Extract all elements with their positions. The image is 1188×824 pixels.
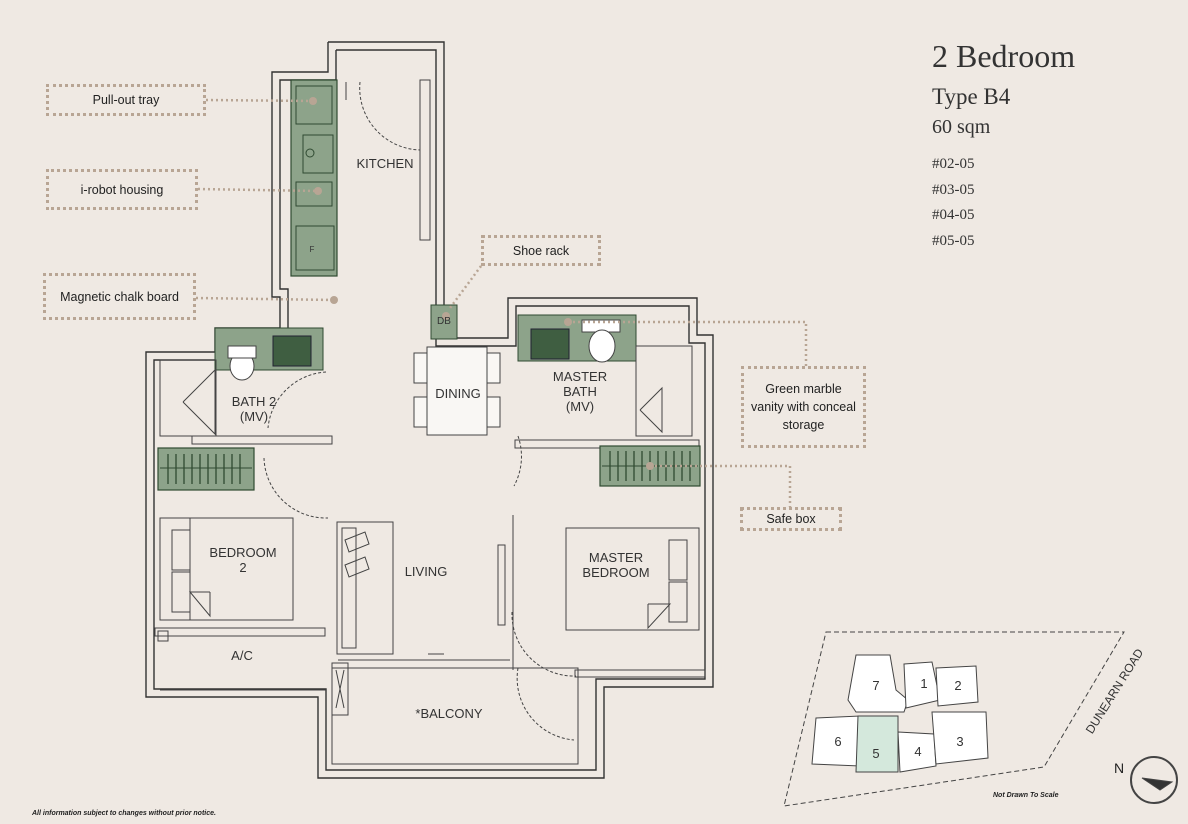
key-plan bbox=[783, 631, 1178, 807]
db-label: DB bbox=[437, 316, 451, 327]
kitchen-door bbox=[345, 79, 431, 241]
unit-number: #05-05 bbox=[932, 232, 975, 249]
master-bath-fixtures bbox=[513, 314, 700, 487]
unit-number: #04-05 bbox=[932, 207, 975, 223]
keyplan-block-5: 5 bbox=[872, 746, 880, 761]
unit-number: #03-05 bbox=[932, 181, 975, 198]
dining-table bbox=[413, 346, 501, 436]
highlighted-block bbox=[855, 715, 899, 773]
callout-pullout-tray: Pull-out tray bbox=[46, 84, 206, 116]
master-bedroom-furniture bbox=[497, 515, 706, 678]
callout-shoe-rack: Shoe rack bbox=[481, 235, 601, 266]
callout-green-marble-vanity: Green marble vanity with conceal storage bbox=[741, 366, 866, 448]
keyplan-block-2: 2 bbox=[954, 678, 962, 693]
disclaimer: All information subject to changes witho… bbox=[32, 810, 216, 817]
bedroom-2-wardrobe bbox=[157, 447, 255, 491]
keyplan-block-6: 6 bbox=[834, 734, 842, 749]
shoe-rack-cabinet bbox=[430, 304, 458, 340]
callout-irobot-housing: i-robot housing bbox=[46, 169, 198, 210]
living-sofa bbox=[331, 521, 510, 716]
keyplan-block-1: 1 bbox=[920, 676, 928, 691]
kitchen-cabinets bbox=[290, 79, 338, 277]
scale-note: Not Drawn To Scale bbox=[993, 792, 1059, 799]
keyplan-block-7: 7 bbox=[872, 678, 880, 693]
exterior-walls bbox=[145, 41, 714, 779]
room-living: LIVING bbox=[404, 564, 448, 579]
bath-2-fixtures bbox=[159, 327, 333, 445]
north-label: N bbox=[1114, 760, 1125, 776]
bedroom-2-furniture bbox=[154, 457, 329, 691]
fridge-label: F bbox=[309, 245, 315, 254]
unit-area: 60 sqm bbox=[932, 116, 991, 138]
keyplan-block-3: 3 bbox=[956, 734, 964, 749]
plan-title: 2 Bedroom bbox=[932, 38, 1076, 74]
keyplan-block-4: 4 bbox=[914, 744, 922, 759]
callout-leaders bbox=[195, 98, 808, 508]
room-balcony: *BALCONY bbox=[415, 706, 483, 721]
unit-number: #02-05 bbox=[932, 156, 975, 172]
callout-dots bbox=[309, 97, 654, 470]
room-bedroom-2: BEDROOM 2 bbox=[209, 545, 277, 575]
callout-chalk-board: Magnetic chalk board bbox=[43, 273, 196, 320]
room-kitchen: KITCHEN bbox=[356, 156, 414, 171]
unit-type: Type B4 bbox=[932, 84, 1011, 109]
room-dining: DINING bbox=[435, 386, 481, 401]
room-master-bath: MASTER BATH (MV) bbox=[552, 369, 608, 414]
room-bath-2: BATH 2 (MV) bbox=[231, 394, 277, 424]
unit-numbers-list: #02-05 #03-05 #04-05 #05-05 bbox=[932, 152, 975, 254]
callout-safe-box: Safe box bbox=[740, 507, 842, 531]
balcony-outline bbox=[331, 667, 579, 765]
room-ac: A/C bbox=[231, 648, 253, 663]
room-master-bedroom: MASTER BEDROOM bbox=[582, 550, 650, 580]
